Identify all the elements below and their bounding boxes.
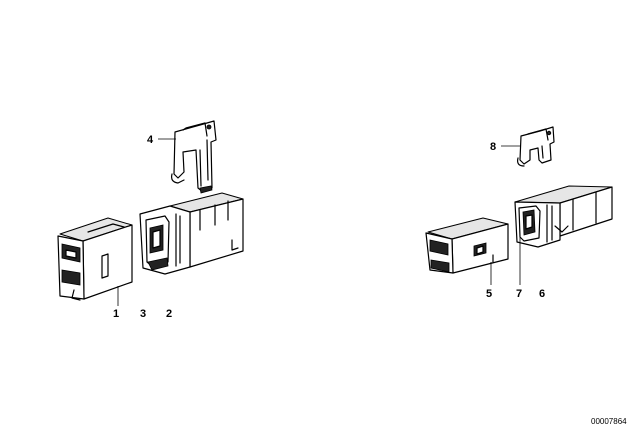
callout-3: 3 <box>140 308 146 320</box>
callout-8: 8 <box>490 141 496 153</box>
callout-7: 7 <box>516 288 522 300</box>
callout-6: 6 <box>539 288 545 300</box>
callout-5: 5 <box>486 288 492 300</box>
clip-part-4 <box>171 120 217 194</box>
plug-part-5 <box>425 217 509 274</box>
clip-part-8 <box>517 126 555 167</box>
diagram-reference-number: 00007864 <box>591 417 627 426</box>
leader-lines <box>117 138 521 306</box>
callout-2: 2 <box>166 308 172 320</box>
callout-4: 4 <box>147 134 154 146</box>
plug-part-1 <box>57 217 133 301</box>
callout-1: 1 <box>113 308 119 320</box>
housing-part-6 <box>514 185 613 248</box>
housing-part-2 <box>139 192 244 275</box>
